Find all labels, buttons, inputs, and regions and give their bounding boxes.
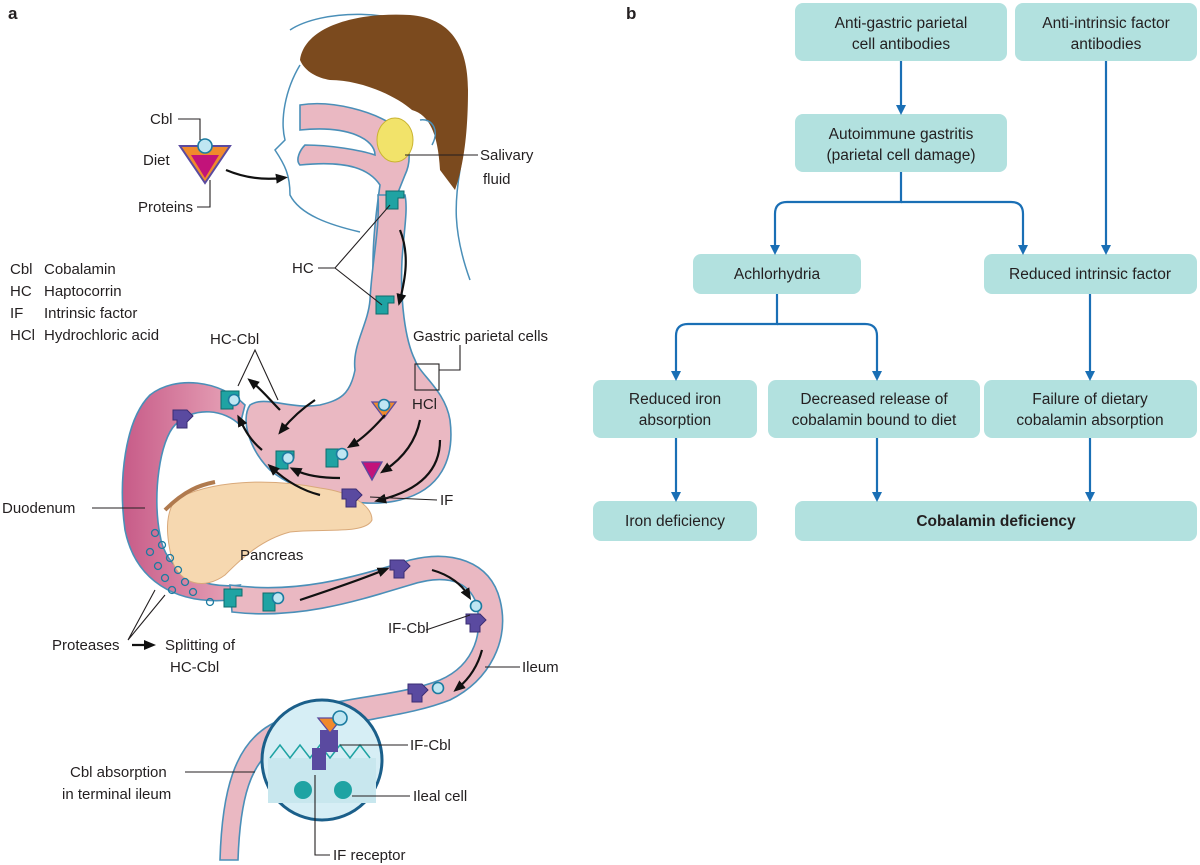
label-pancreas: Pancreas [240,547,303,564]
ileum [219,555,504,861]
arrow-gastritis-to-achlorhydria [770,172,903,255]
flow-arrows [671,61,1111,502]
salivary-gland [376,117,414,163]
box-anti-intrinsic-line1: Anti-intrinsic factor [1042,15,1169,32]
box-iron-deficiency [593,501,757,541]
legend-term-2: Haptocorrin [44,283,122,300]
label-diet: Diet [143,152,171,169]
label-splitting-1: Splitting of [165,637,236,654]
arrow-achlorhydria-to-iron [671,294,779,381]
box-decreased-release-line1: Decreased release of [800,391,948,408]
box-cobalamin-deficiency [795,501,1197,541]
legend-abbr-1: Cbl [10,261,33,278]
box-anti-gastric-line1: Anti-gastric parietal [835,15,968,32]
label-ileal-cell: Ileal cell [413,788,467,805]
diet-ingestion-arrow [225,168,288,184]
arrow-gastritis-to-reducedif [901,200,1028,255]
label-hcl: HCl [412,396,437,413]
legend-term-1: Cobalamin [44,261,116,278]
box-decreased-release [768,380,980,438]
box-iron-deficiency-text: Iron deficiency [625,513,725,530]
legend-abbr-4: HCl [10,327,35,344]
if-molecule-icon [172,409,194,429]
label-if-cbl-2: IF-Cbl [410,737,451,754]
hair [300,14,468,190]
box-anti-gastric [795,3,1007,61]
label-if-cbl: IF-Cbl [388,620,429,637]
box-autoimmune-gastritis [795,114,1007,172]
box-decreased-release-line2: cobalamin bound to diet [792,412,957,429]
label-if: IF [440,492,453,509]
duodenum [121,381,246,602]
box-reduced-iron [593,380,757,438]
panel-b: b Anti-gastric parietal cell antibodies … [593,3,1197,541]
protease-dots [145,528,215,607]
panel-b-letter: b [626,4,636,23]
box-failure-absorption [984,380,1197,438]
legend: Cbl Cobalamin HC Haptocorrin IF Intrinsi… [10,261,159,344]
panel-a: a Cbl Diet Proteins Salivary fluid Cbl [2,4,559,864]
legend-term-4: Hydrochloric acid [44,327,159,344]
box-achlorhydria-text: Achlorhydria [734,266,821,283]
box-anti-intrinsic-line2: antibodies [1071,36,1142,53]
label-cbl-absorption-1: Cbl absorption [70,764,167,781]
label-splitting-2: HC-Cbl [170,659,219,676]
box-anti-intrinsic [1015,3,1197,61]
label-proteases: Proteases [52,637,120,654]
label-cbl: Cbl [150,111,173,128]
legend-abbr-3: IF [10,305,23,322]
legend-abbr-2: HC [10,283,32,300]
diet-protein-icon [360,461,384,482]
diet-complex [178,138,232,185]
label-ileum: Ileum [522,659,559,676]
pancreas [163,480,373,584]
box-failure-line2: cobalamin absorption [1016,412,1163,429]
stomach-flow-arrows [237,229,442,504]
box-reduced-if-text: Reduced intrinsic factor [1009,266,1171,283]
box-achlorhydria [693,254,861,294]
box-anti-gastric-line2: cell antibodies [852,36,950,53]
arrow-achlorhydria-to-release [777,322,882,381]
terminal-ileum-zoom [260,698,384,822]
box-failure-line1: Failure of dietary [1032,391,1148,408]
label-cbl-absorption-2: in terminal ileum [62,786,171,803]
label-salivary-1: Salivary [480,147,534,164]
box-autoimmune-line1: Autoimmune gastritis [829,126,974,143]
panel-a-letter: a [8,4,18,23]
legend-term-3: Intrinsic factor [44,305,137,322]
box-autoimmune-line2: (parietal cell damage) [826,147,975,164]
label-hc: HC [292,260,314,277]
box-reduced-iron-line2: absorption [639,412,711,429]
box-reduced-iron-line1: Reduced iron [629,391,721,408]
label-gastric-parietal: Gastric parietal cells [413,328,548,345]
label-salivary-2: fluid [483,171,511,188]
label-proteins: Proteins [138,199,193,216]
label-hc-cbl: HC-Cbl [210,331,259,348]
box-cobalamin-deficiency-text: Cobalamin deficiency [916,513,1076,530]
box-reduced-intrinsic-factor [984,254,1197,294]
label-if-receptor: IF receptor [333,847,406,864]
label-duodenum: Duodenum [2,500,75,517]
